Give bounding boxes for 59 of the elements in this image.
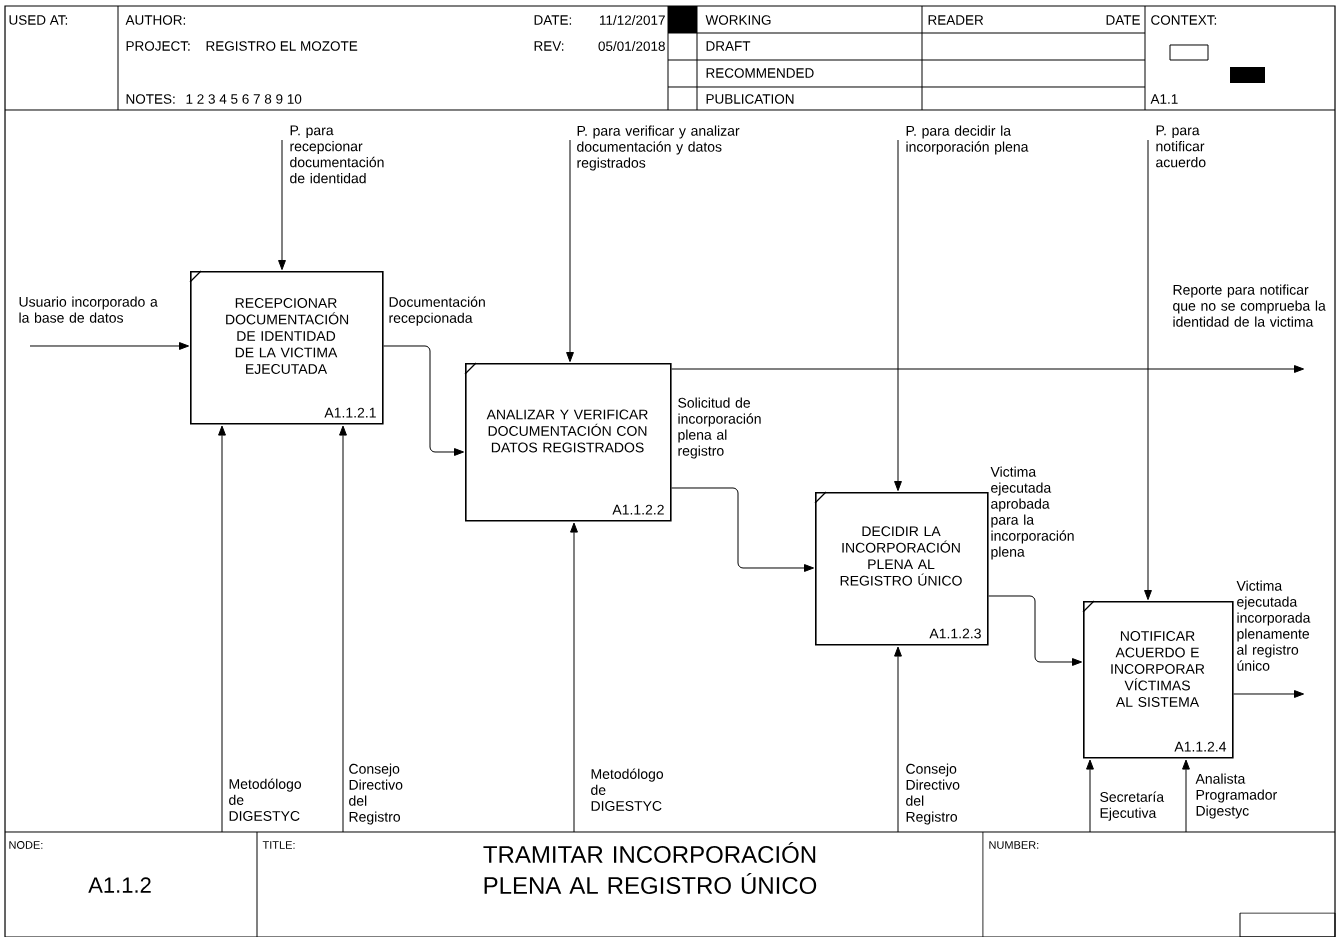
activity-box: ANALIZAR Y VERIFICAR DOCUMENTACIÓN CON DATOS REGISTRADOS A1.1.2.2 — [464, 362, 672, 522]
header-label: DRAFT — [706, 41, 751, 51]
edge-label: Solicitud de incorporación plena al registro — [678, 397, 761, 459]
edge-label: P. para decidir la incorporación plena — [906, 125, 1029, 155]
arrow — [671, 487, 815, 572]
header-label: USED AT: — [9, 15, 68, 25]
edge-label: Consejo Directivo del Registro — [906, 763, 960, 825]
arrow — [278, 139, 286, 271]
edge-label: P. para recepcionar documentación de identidad — [290, 125, 384, 184]
activity-box: DECIDIR LA INCORPORACIÓN PLENA AL REGISTRO ÚNICO A1.1.2.3 — [814, 491, 989, 646]
edge-label: Documentación recepcionada — [389, 296, 485, 326]
arrow — [894, 646, 902, 833]
arrow — [29, 342, 190, 350]
activity-box: RECEPCIONAR DOCUMENTACIÓN DE IDENTIDAD DE LA VICTIMA EJECUTADA A1.1.2.1 — [189, 270, 384, 425]
edge-label: Metodólogo de DIGESTYC — [591, 768, 664, 811]
edge-label: Secretaría Ejecutiva — [1100, 791, 1165, 821]
header-label: DATE — [1106, 15, 1140, 25]
header-label: AUTHOR: — [125, 15, 186, 25]
edge-label: Usuario incorporado a la base de datos — [19, 296, 158, 323]
edge-label: Reporte para notificar que no se comprueba la identidad de la victima — [1173, 284, 1326, 327]
header-label: RECOMMENDED — [706, 68, 814, 78]
arrow — [1233, 690, 1305, 698]
arrow — [383, 345, 465, 456]
edge-label: P. para verificar y analizar documentación y datos registrados — [577, 125, 740, 171]
arrow — [1144, 139, 1152, 601]
header-label: REGISTRO EL MOZOTE — [206, 41, 358, 51]
header-label: 1 2 3 4 5 6 7 8 9 10 — [186, 94, 302, 104]
header-label: NUMBER: — [989, 841, 1039, 849]
header-label: NODE: — [9, 841, 43, 849]
arrow — [339, 425, 347, 833]
arrow — [218, 425, 226, 833]
edge-label: Victima ejecutada aprobada para la incorporación plena — [990, 466, 1074, 560]
header-label: 11/12/2017 — [600, 15, 665, 25]
header-label: DATE: — [534, 15, 572, 25]
activity-box: NOTIFICAR ACUERDO E INCORPORAR VÍCTIMAS AL SISTEMA A1.1.2.4 — [1082, 600, 1234, 759]
arrow — [566, 139, 574, 363]
arrow — [988, 595, 1083, 666]
arrow — [894, 139, 902, 492]
edge-label: Analista Programador Digestyc — [1195, 773, 1277, 819]
header-label: PROJECT: — [126, 41, 190, 51]
header-label: TITLE: — [262, 841, 295, 849]
header-label: A1.1.2 — [88, 877, 151, 893]
arrow — [671, 365, 1305, 373]
arrow — [570, 522, 578, 833]
edge-label: Victima ejecutada incorporada plenamente al registro único — [1236, 580, 1311, 671]
edge-label: Consejo Directivo del Registro — [349, 763, 403, 825]
arrow — [1086, 759, 1094, 833]
header-label: 05/01/2018 — [598, 41, 665, 51]
edge-label: P. para notificar acuerdo — [1156, 125, 1206, 168]
arrow — [1182, 759, 1190, 833]
header-label: REV: — [534, 41, 564, 51]
header-label: WORKING — [705, 15, 771, 25]
header-label: CONTEXT: — [1151, 15, 1217, 25]
header-label: NOTES: — [126, 94, 175, 104]
edge-label: Metodólogo de DIGESTYC — [229, 778, 302, 821]
header-label: A1.1 — [1150, 94, 1178, 104]
header-label: PUBLICATION — [706, 94, 794, 104]
diagram-title: TRAMITAR INCORPORACIÓN PLENA AL REGISTRO ÚNICO — [483, 841, 817, 894]
header-label: READER — [928, 15, 984, 25]
